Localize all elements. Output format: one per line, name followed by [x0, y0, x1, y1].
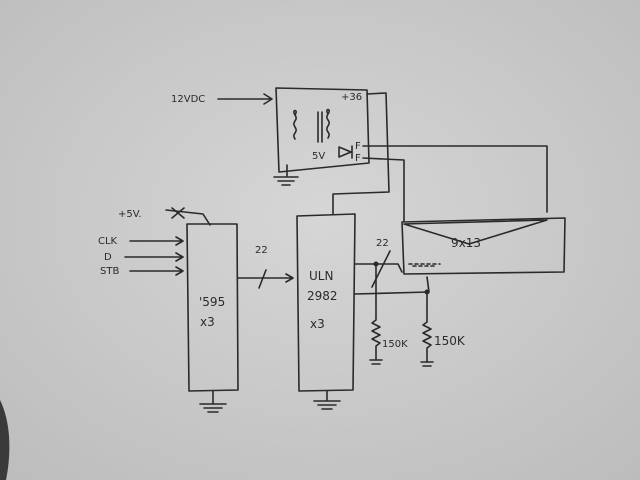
- data-label: D: [104, 252, 112, 263]
- plus36-wire: [332, 92, 390, 215]
- clk-label: CLK: [98, 236, 118, 247]
- plus5v-wire: [165, 209, 211, 226]
- input-voltage-label: 12VDC: [171, 94, 206, 105]
- diode-symbol: [338, 145, 353, 159]
- plus5v-cross: [171, 207, 185, 219]
- transformer-secondary: [326, 108, 330, 139]
- shift-register-part-label: '595: [199, 295, 226, 309]
- junction-dot-left: [373, 261, 379, 267]
- clk-arrow: [129, 236, 184, 246]
- shift-register-box: [186, 223, 239, 392]
- power-supply-box: [275, 87, 370, 173]
- display-outline: [401, 217, 566, 275]
- filament-label-2: F: [355, 153, 361, 164]
- display-grid-marks: [408, 263, 441, 267]
- driver-ground: [313, 390, 341, 410]
- display-label: 9x13: [451, 236, 482, 250]
- driver-part-label-2: 2982: [307, 289, 338, 303]
- driver-box: [296, 213, 356, 392]
- pulldown-left-label: 150K: [382, 339, 408, 350]
- display-cathode-wedge: [403, 219, 548, 245]
- output-5v-label: 5V: [312, 151, 326, 162]
- output-36-label: +36: [341, 92, 363, 103]
- bus-slash-2: [371, 250, 391, 288]
- bus-slash-1: [258, 269, 267, 289]
- stb-label: STB: [100, 266, 120, 277]
- bus-register-to-driver: [237, 273, 294, 283]
- input-12vdc-arrow: [217, 93, 273, 105]
- driver-part-label-1: ULN: [309, 269, 334, 283]
- pulldown-right-label: 150K: [434, 334, 465, 348]
- shift-register-ground: [199, 390, 227, 413]
- transformer-core: [317, 111, 323, 143]
- plus5v-label: +5V.: [118, 209, 142, 220]
- shift-register-count-label: x3: [200, 315, 215, 329]
- psu-ground-symbol: [273, 164, 299, 186]
- transformer-primary: [293, 109, 297, 140]
- driver-count-label: x3: [310, 317, 325, 331]
- resistor-ground-right: [420, 361, 434, 367]
- d-arrow: [124, 252, 184, 262]
- resistor-ground-left: [369, 359, 383, 365]
- filament-label-1: F: [355, 141, 361, 152]
- bus-driver-to-display: [354, 263, 403, 273]
- filament-wire-2: [362, 157, 405, 222]
- bus-width-label-1: 22: [255, 245, 268, 256]
- photo-edge-shadow: [0, 400, 10, 480]
- filament-wire-1: [362, 145, 548, 213]
- bus-width-label-2: 22: [376, 238, 389, 249]
- pulldown-resistor-left: [371, 263, 381, 361]
- junction-dot-right: [424, 289, 430, 295]
- stb-arrow: [129, 266, 184, 276]
- pulldown-resistor-right: [422, 291, 432, 363]
